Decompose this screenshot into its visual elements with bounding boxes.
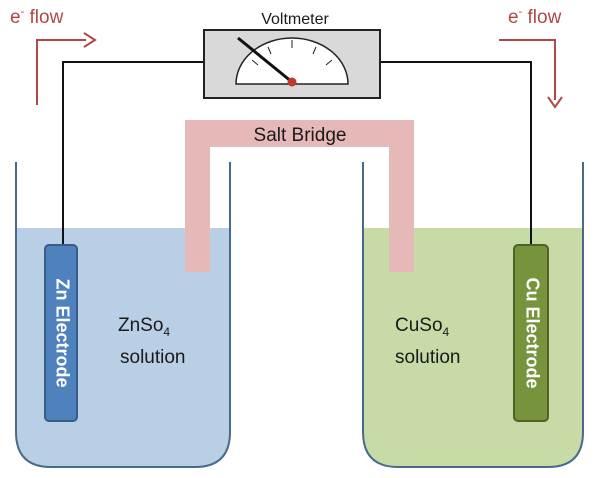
zn-electrode xyxy=(44,244,78,422)
right-solution-word: solution xyxy=(395,347,461,368)
left-wire xyxy=(62,61,205,245)
right-flow-arrow-shaft xyxy=(499,39,556,100)
left-electron-flow-label: e- flow xyxy=(10,6,64,28)
right-beaker xyxy=(362,162,584,468)
salt-bridge-label: Salt Bridge xyxy=(254,125,347,146)
voltmeter-needle xyxy=(237,36,293,84)
right-solution-formula: CuSo4 xyxy=(395,315,450,339)
zn-electrode-label: Zn Electrode xyxy=(52,278,72,387)
voltmeter-ticks xyxy=(251,40,333,66)
needle-pivot xyxy=(287,77,297,87)
left-solution-word: solution xyxy=(120,347,186,368)
salt-bridge xyxy=(185,120,414,272)
voltmeter-label: Voltmeter xyxy=(261,11,329,28)
left-solution-formula: ZnSo4 xyxy=(118,315,170,339)
voltmeter-dial xyxy=(235,37,349,85)
cu-electrode-label: Cu Electrode xyxy=(522,277,542,388)
left-beaker xyxy=(15,162,231,468)
right-flow-arrow-head-icon xyxy=(547,96,563,109)
right-wire xyxy=(379,61,532,245)
cu-electrode xyxy=(513,244,549,422)
left-flow-arrow-head-icon xyxy=(83,32,97,48)
left-flow-arrow-shaft xyxy=(36,39,86,105)
right-electron-flow-label: e- flow xyxy=(508,6,562,28)
